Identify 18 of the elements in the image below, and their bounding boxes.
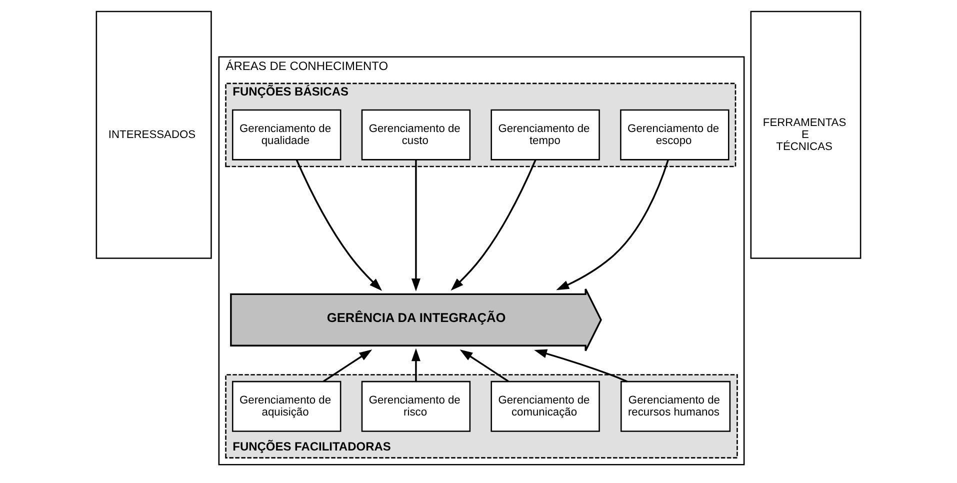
node-box: Gerenciamento de recursos humanos — [620, 380, 731, 432]
arrow — [450, 160, 536, 291]
arrow — [411, 160, 420, 292]
node-box: Gerenciamento de qualidade — [232, 109, 342, 160]
node-box: Gerenciamento de tempo — [490, 109, 600, 160]
arrow — [460, 349, 509, 382]
node-box: INTERESSADOS — [96, 10, 212, 259]
arrow — [411, 348, 420, 382]
arrow — [534, 349, 628, 382]
node-box: Gerenciamento de comunicação — [490, 380, 600, 432]
arrow — [556, 160, 669, 290]
node-box: Gerenciamento de aquisição — [232, 380, 342, 432]
node-box: Gerenciamento de escopo — [620, 109, 730, 160]
node-box: Gerenciamento de custo — [361, 109, 471, 160]
node-box: FERRAMENTAS E TÉCNICAS — [750, 10, 862, 259]
node-box: Gerenciamento de risco — [361, 380, 471, 432]
arrow — [323, 349, 372, 382]
arrow — [296, 160, 382, 291]
